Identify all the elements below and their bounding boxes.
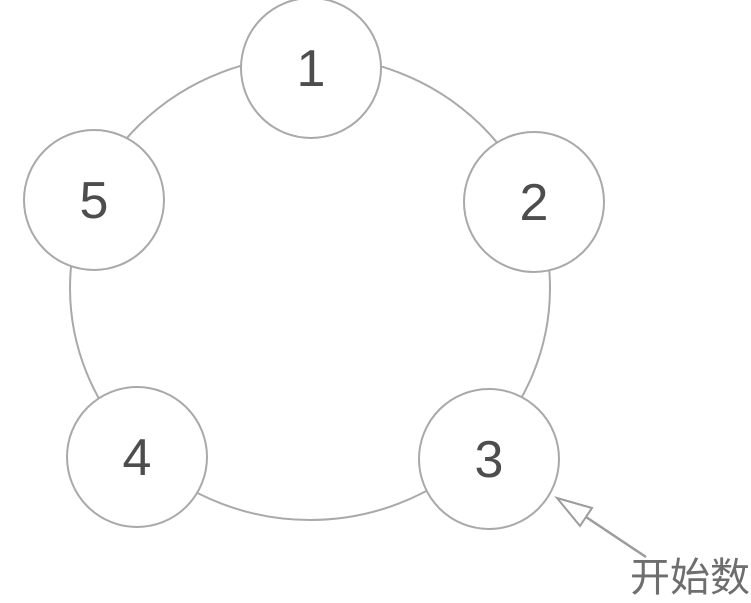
arrow-head-icon	[554, 496, 594, 528]
start-arrow	[554, 496, 647, 559]
node-1-label: 1	[297, 40, 326, 98]
node-4-label: 4	[123, 429, 152, 487]
node-3-label: 3	[475, 431, 504, 489]
start-annotation-label: 开始数	[630, 556, 750, 600]
node-4-circle	[66, 386, 208, 528]
node-1-circle	[240, 0, 382, 139]
node-5: 5	[23, 129, 165, 271]
node-3-circle	[418, 388, 560, 530]
node-3: 3	[418, 388, 560, 530]
node-1: 1	[240, 0, 382, 139]
node-5-label: 5	[80, 172, 109, 230]
node-2-circle	[463, 131, 605, 273]
node-2: 2	[463, 131, 605, 273]
node-5-circle	[23, 129, 165, 271]
node-4: 4	[66, 386, 208, 528]
node-2-label: 2	[520, 174, 549, 232]
arrow-shaft	[585, 515, 647, 559]
